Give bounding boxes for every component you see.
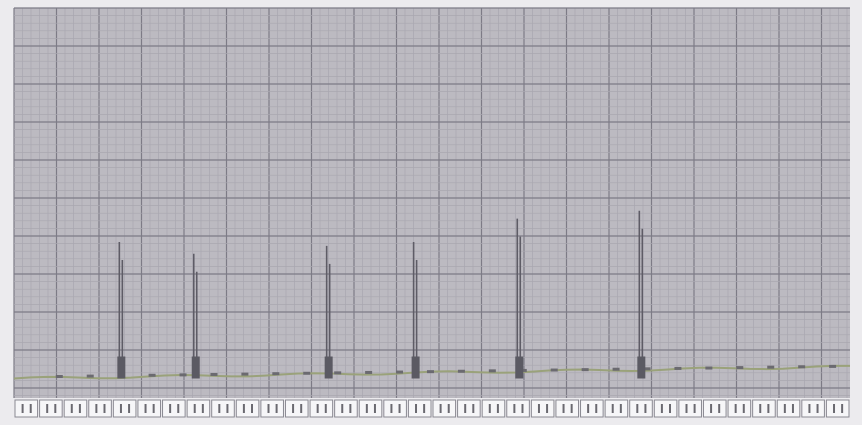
x-tick-label xyxy=(432,399,457,418)
baseline-mark xyxy=(705,366,713,370)
x-tick-label xyxy=(137,399,162,418)
baseline-mark xyxy=(303,371,311,375)
x-tick-label xyxy=(284,399,309,418)
x-axis-tick-strip xyxy=(14,399,850,418)
x-tick-label xyxy=(776,399,801,418)
baseline-mark xyxy=(55,375,63,379)
baseline-mark xyxy=(550,368,558,372)
x-tick-label xyxy=(580,399,604,418)
x-tick-label xyxy=(383,399,407,418)
baseline-mark xyxy=(148,373,156,377)
x-tick-label xyxy=(506,399,530,418)
x-tick-label xyxy=(752,399,776,418)
grid-lines xyxy=(13,7,850,398)
baseline-mark xyxy=(519,368,527,372)
spike-base xyxy=(324,356,333,379)
x-tick-label xyxy=(211,399,235,418)
baseline-mark xyxy=(643,367,651,371)
spike-base xyxy=(117,356,126,379)
baseline-mark xyxy=(334,371,342,375)
x-tick-label xyxy=(653,399,678,418)
baseline-mark xyxy=(241,372,249,376)
x-tick-label xyxy=(186,399,211,418)
baseline-mark xyxy=(736,366,744,370)
x-tick-label xyxy=(334,399,358,418)
x-tick-label xyxy=(358,399,383,418)
plot-area xyxy=(14,8,850,398)
x-tick-label xyxy=(260,399,284,418)
x-tick-label xyxy=(702,399,727,418)
x-tick-label xyxy=(162,399,186,418)
spike-base xyxy=(637,356,646,379)
x-tick-label xyxy=(112,399,137,418)
x-tick-label xyxy=(407,399,432,418)
x-tick-label xyxy=(629,399,653,418)
x-tick-label xyxy=(801,399,825,418)
data-marks xyxy=(13,210,850,380)
x-tick-label xyxy=(481,399,506,418)
spike-base xyxy=(191,356,200,379)
baseline-mark xyxy=(581,368,589,372)
x-tick-label xyxy=(63,399,88,418)
baseline-mark xyxy=(674,366,682,370)
baseline-mark xyxy=(210,372,218,376)
baseline-mark xyxy=(365,370,373,374)
baseline-mark xyxy=(767,365,775,369)
x-tick-label xyxy=(235,399,260,418)
x-tick-label xyxy=(88,399,112,418)
x-tick-label xyxy=(309,399,334,418)
x-tick-label xyxy=(530,399,555,418)
baseline-mark xyxy=(612,367,620,371)
baseline-mark xyxy=(426,370,434,374)
baseline-mark xyxy=(829,364,837,368)
baseline-mark xyxy=(457,369,465,373)
x-tick-label xyxy=(555,399,580,418)
baseline-mark xyxy=(179,373,187,377)
x-tick-label xyxy=(727,399,752,418)
baseline-mark xyxy=(272,372,280,376)
x-tick-label xyxy=(604,399,629,418)
baseline-mark xyxy=(488,369,496,373)
x-tick-label xyxy=(457,399,481,418)
baseline-mark xyxy=(86,374,94,378)
baseline-mark xyxy=(798,365,806,369)
spike-base xyxy=(515,356,524,379)
spike-base xyxy=(411,356,420,379)
baseline-mark xyxy=(396,370,404,374)
x-tick-label xyxy=(825,399,850,418)
x-tick-label xyxy=(678,399,702,418)
x-tick-label xyxy=(39,399,63,418)
x-tick-label xyxy=(14,399,39,418)
